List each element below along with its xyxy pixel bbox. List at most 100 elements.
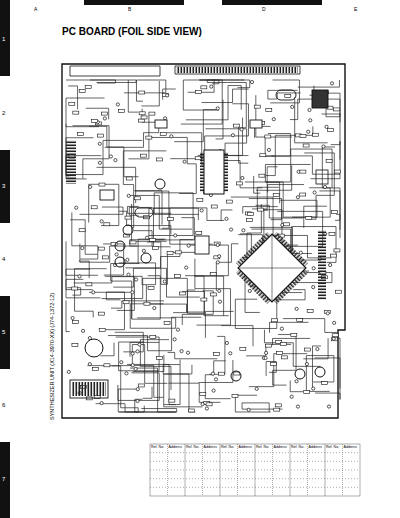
pad [218, 300, 221, 303]
page-title: PC BOARD (FOIL SIDE VIEW) [62, 27, 202, 37]
pad [218, 255, 221, 258]
smd-part [73, 111, 79, 114]
smd-part [270, 362, 276, 365]
smd-part [276, 352, 282, 355]
trace [86, 108, 109, 119]
trace [265, 164, 310, 203]
pad [92, 291, 95, 294]
trace [79, 261, 89, 278]
smd-part [175, 251, 181, 254]
trace [265, 136, 274, 156]
pad [264, 356, 267, 359]
smd-part [157, 356, 163, 359]
smd-part [79, 229, 85, 232]
trace [290, 381, 303, 392]
connector-block [70, 380, 108, 398]
trace [111, 301, 164, 308]
trace [90, 80, 136, 83]
pad [229, 352, 232, 355]
pad [225, 341, 228, 344]
trace [66, 241, 98, 275]
trace [221, 326, 253, 347]
pad [116, 103, 119, 106]
pad [200, 209, 203, 212]
smd-part [260, 154, 266, 157]
trace [150, 218, 194, 240]
smd-part [283, 223, 289, 226]
pad [180, 350, 183, 353]
smd-part [313, 133, 319, 136]
trace [242, 403, 282, 412]
trace [72, 212, 98, 259]
smd-part [86, 283, 92, 286]
pad [216, 261, 219, 264]
smd-part [232, 394, 238, 397]
pad [312, 267, 315, 270]
smd-part [266, 109, 272, 112]
pad [250, 80, 253, 83]
trace [105, 292, 124, 330]
smd-part [326, 160, 332, 163]
smd-part [139, 112, 145, 115]
trace [270, 322, 309, 332]
pad [309, 119, 312, 122]
table-header: Address [239, 446, 252, 450]
trace [268, 90, 301, 99]
pad [88, 363, 91, 366]
trace [140, 340, 171, 390]
trace [205, 361, 230, 399]
small-ics [100, 90, 328, 254]
side-connector-pins [66, 140, 76, 184]
pad [115, 253, 118, 256]
table-header: Ref. No. [151, 446, 164, 450]
pad [330, 82, 333, 85]
pad [187, 244, 190, 247]
smd-part [331, 254, 337, 257]
smd-part [126, 177, 132, 180]
smd-part [200, 392, 206, 395]
trace [73, 126, 109, 179]
pad [125, 372, 128, 375]
trace [135, 399, 177, 412]
smd-part [153, 246, 159, 249]
smd-part [99, 328, 105, 331]
smd-part [304, 391, 310, 394]
pad [241, 176, 244, 179]
smd-part [218, 372, 224, 375]
trace [127, 364, 176, 404]
trace [259, 133, 290, 156]
smd-part [149, 112, 155, 115]
trace [199, 80, 244, 84]
trace [128, 80, 138, 112]
trace [235, 395, 270, 412]
smd-part [144, 302, 150, 305]
pad [127, 273, 130, 276]
pad [247, 408, 250, 411]
pad [153, 306, 156, 309]
pad [280, 327, 283, 330]
trace [108, 317, 201, 350]
trace [256, 205, 303, 218]
smd-part [280, 342, 286, 345]
trace [195, 259, 231, 325]
smd-part [273, 194, 279, 197]
pad [201, 402, 204, 405]
trace [164, 374, 203, 412]
pad [138, 343, 141, 346]
pad [205, 407, 208, 410]
pad [211, 372, 214, 375]
smd-part [307, 310, 313, 313]
smd-part [156, 158, 162, 161]
smd-part [271, 319, 277, 322]
smd-part [179, 292, 185, 295]
pad [299, 251, 302, 254]
trace [216, 100, 223, 139]
pad [325, 125, 328, 128]
ic-qfp [231, 227, 313, 309]
row-number: 5 [2, 329, 5, 335]
smd-part [201, 298, 207, 301]
table-header: Ref. No. [326, 446, 339, 450]
trace [111, 264, 140, 319]
crystals [135, 90, 296, 217]
pad [142, 249, 145, 252]
